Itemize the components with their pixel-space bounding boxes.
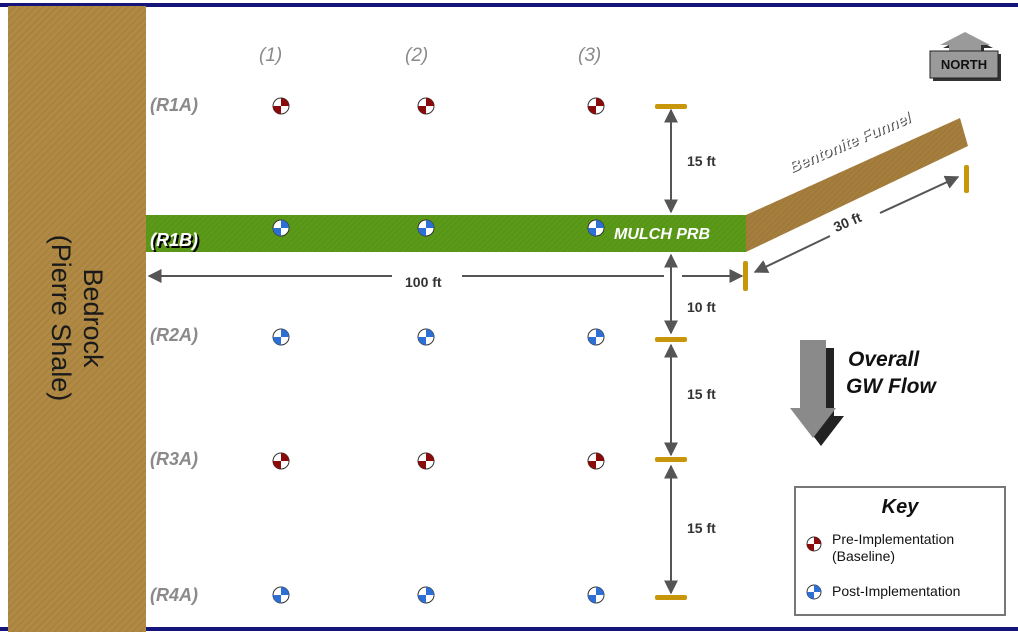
- flow-label: Overall GW Flow: [846, 346, 936, 400]
- well-markers: [272, 97, 605, 604]
- dim-15ft-bottom: 15 ft: [687, 520, 716, 536]
- legend-post-label: Post-Implementation: [832, 583, 961, 599]
- well-r1a-3-pre: [587, 97, 605, 115]
- bottom-frame-line: [0, 627, 1018, 631]
- bedrock-block: [8, 6, 146, 632]
- well-r2a-2-post: [417, 328, 435, 346]
- well-r3a-1-pre: [272, 452, 290, 470]
- row-label-r1a: (R1A): [150, 95, 198, 115]
- bentonite-funnel: [746, 118, 968, 252]
- column-label-1: (1): [259, 45, 283, 66]
- column-label-2: (2): [405, 45, 429, 66]
- well-r3a-3-pre: [587, 452, 605, 470]
- dim-100ft: 100 ft: [405, 274, 442, 290]
- dimension-ticks: [655, 104, 969, 600]
- well-r2a-3-post: [587, 328, 605, 346]
- legend-pre-line2: (Baseline): [832, 548, 896, 564]
- mulch-prb-band: [146, 215, 746, 252]
- dim-15ft-middle: 15 ft: [687, 386, 716, 402]
- well-r4a-1-post: [272, 586, 290, 604]
- row-label-r3a: (R3A): [150, 449, 198, 469]
- flow-label-line1: Overall: [848, 348, 920, 371]
- row-label-r1b: (R1B): [150, 230, 198, 250]
- legend-title: Key: [881, 496, 919, 518]
- top-frame-line: [0, 3, 1018, 7]
- bedrock-label-line2: (Pierre Shale): [46, 234, 76, 402]
- column-label-3: (3): [578, 45, 602, 66]
- bedrock-label-line1: Bedrock: [78, 268, 108, 368]
- well-r2a-1-post: [272, 328, 290, 346]
- well-r1b-3-post: [587, 219, 605, 237]
- dim-10ft: 10 ft: [687, 299, 716, 315]
- legend-pre-line1: Pre-Implementation: [832, 531, 955, 547]
- dimension-lines: [147, 108, 960, 595]
- well-r1a-2-pre: [417, 97, 435, 115]
- well-r1b-1-post: [272, 219, 290, 237]
- row-label-r4a: (R4A): [150, 585, 198, 605]
- well-r3a-2-pre: [417, 452, 435, 470]
- mulch-prb-label: MULCH PRB: [614, 226, 710, 243]
- post-implementation-well-icon: [806, 584, 822, 600]
- north-arrow-icon: [929, 32, 1001, 81]
- well-r1b-2-post: [417, 219, 435, 237]
- north-indicator: NORTH: [928, 30, 1004, 86]
- row-label-r2a: (R2A): [150, 325, 198, 345]
- well-r4a-3-post: [587, 586, 605, 604]
- pre-implementation-well-icon: [806, 536, 822, 552]
- legend-box: Key Pre-Implementation (Baseline) Post-I…: [794, 486, 1006, 616]
- bedrock-label: Bedrock (Pierre Shale): [45, 235, 109, 402]
- legend-pre-label: Pre-Implementation (Baseline): [832, 531, 954, 565]
- flow-arrow: [790, 340, 844, 446]
- dim-15ft-top: 15 ft: [687, 153, 716, 169]
- well-r4a-2-post: [417, 586, 435, 604]
- well-r1a-1-pre: [272, 97, 290, 115]
- north-label: NORTH: [940, 57, 988, 72]
- flow-label-line2: GW Flow: [846, 375, 936, 398]
